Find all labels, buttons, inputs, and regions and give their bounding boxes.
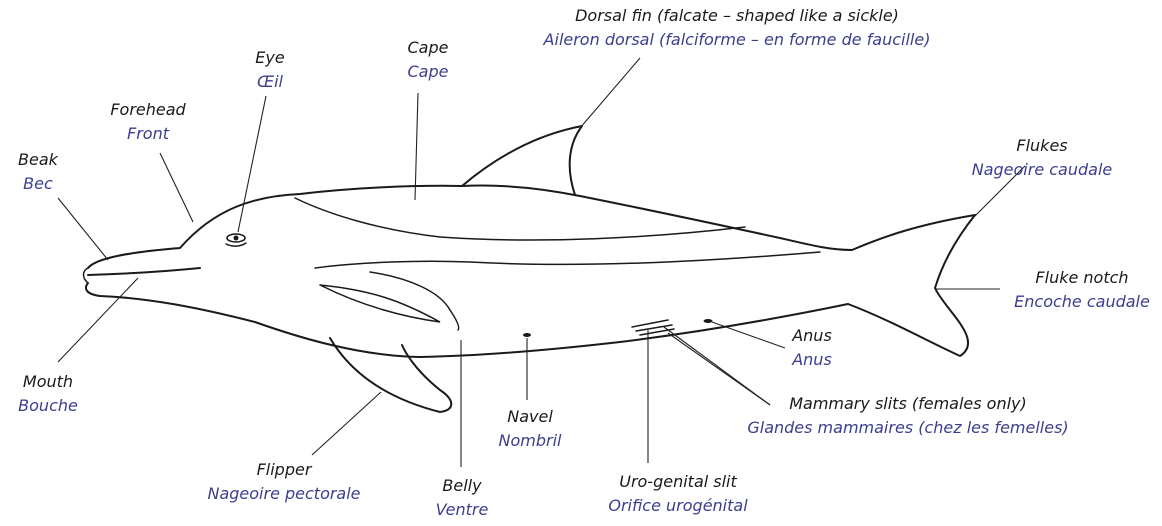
label-dorsal-fin-fr: Aileron dorsal (falciforme – en forme de… bbox=[544, 28, 931, 52]
label-fluke-notch: Fluke notch Encoche caudale bbox=[1014, 266, 1150, 314]
label-uro-genital-fr: Orifice urogénital bbox=[608, 494, 747, 518]
label-dorsal-fin: Dorsal fin (falcate – shaped like a sick… bbox=[544, 4, 931, 52]
label-navel: Navel Nombril bbox=[499, 405, 562, 453]
label-beak-fr: Bec bbox=[18, 172, 58, 196]
label-belly-en: Belly bbox=[436, 474, 489, 498]
label-eye-en: Eye bbox=[255, 46, 284, 70]
label-mouth-en: Mouth bbox=[18, 370, 78, 394]
label-flipper-fr: Nageoire pectorale bbox=[207, 482, 360, 506]
flipper-upper-shape bbox=[320, 285, 440, 322]
label-mammary-slits-en: Mammary slits (females only) bbox=[747, 392, 1068, 416]
label-cape-fr: Cape bbox=[408, 60, 449, 84]
label-fluke-notch-en: Fluke notch bbox=[1014, 266, 1150, 290]
label-cape-en: Cape bbox=[408, 36, 449, 60]
flukes-shape bbox=[848, 215, 975, 356]
label-belly-fr: Ventre bbox=[436, 498, 489, 522]
label-navel-en: Navel bbox=[499, 405, 562, 429]
label-dorsal-fin-en: Dorsal fin (falcate – shaped like a sick… bbox=[544, 4, 931, 28]
label-mammary-slits-fr: Glandes mammaires (chez les femelles) bbox=[747, 416, 1068, 440]
slit-marks bbox=[632, 320, 674, 335]
label-forehead: Forehead Front bbox=[110, 98, 185, 146]
label-forehead-en: Forehead bbox=[110, 98, 185, 122]
label-anus: Anus Anus bbox=[792, 324, 832, 372]
label-beak-en: Beak bbox=[18, 148, 58, 172]
label-fluke-notch-fr: Encoche caudale bbox=[1014, 290, 1150, 314]
label-flipper-en: Flipper bbox=[207, 458, 360, 482]
flank-lower-line bbox=[370, 272, 459, 330]
eye-lower-line bbox=[226, 243, 246, 246]
navel-mark bbox=[523, 333, 531, 337]
label-flipper: Flipper Nageoire pectorale bbox=[207, 458, 360, 506]
label-mouth: Mouth Bouche bbox=[18, 370, 78, 418]
label-beak: Beak Bec bbox=[18, 148, 58, 196]
dolphin-ventral-outline bbox=[86, 283, 848, 357]
label-navel-fr: Nombril bbox=[499, 429, 562, 453]
label-mouth-fr: Bouche bbox=[18, 394, 78, 418]
label-eye-fr: Œil bbox=[255, 70, 284, 94]
flank-upper-line bbox=[315, 252, 820, 268]
label-belly: Belly Ventre bbox=[436, 474, 489, 522]
label-uro-genital-en: Uro-genital slit bbox=[608, 470, 747, 494]
label-eye: Eye Œil bbox=[255, 46, 284, 94]
label-anus-en: Anus bbox=[792, 324, 832, 348]
label-anus-fr: Anus bbox=[792, 348, 832, 372]
eye-pupil bbox=[234, 236, 239, 241]
label-mammary-slits: Mammary slits (females only) Glandes mam… bbox=[747, 392, 1068, 440]
label-forehead-fr: Front bbox=[110, 122, 185, 146]
mouth-line bbox=[88, 268, 200, 275]
label-uro-genital: Uro-genital slit Orifice urogénital bbox=[608, 470, 747, 518]
dolphin-dorsal-outline bbox=[88, 185, 975, 268]
cape-line bbox=[295, 198, 745, 240]
label-flukes: Flukes Nageoire caudale bbox=[972, 134, 1113, 182]
label-flukes-en: Flukes bbox=[972, 134, 1113, 158]
label-cape: Cape Cape bbox=[408, 36, 449, 84]
label-flukes-fr: Nageoire caudale bbox=[972, 158, 1113, 182]
anus-mark bbox=[704, 319, 713, 323]
